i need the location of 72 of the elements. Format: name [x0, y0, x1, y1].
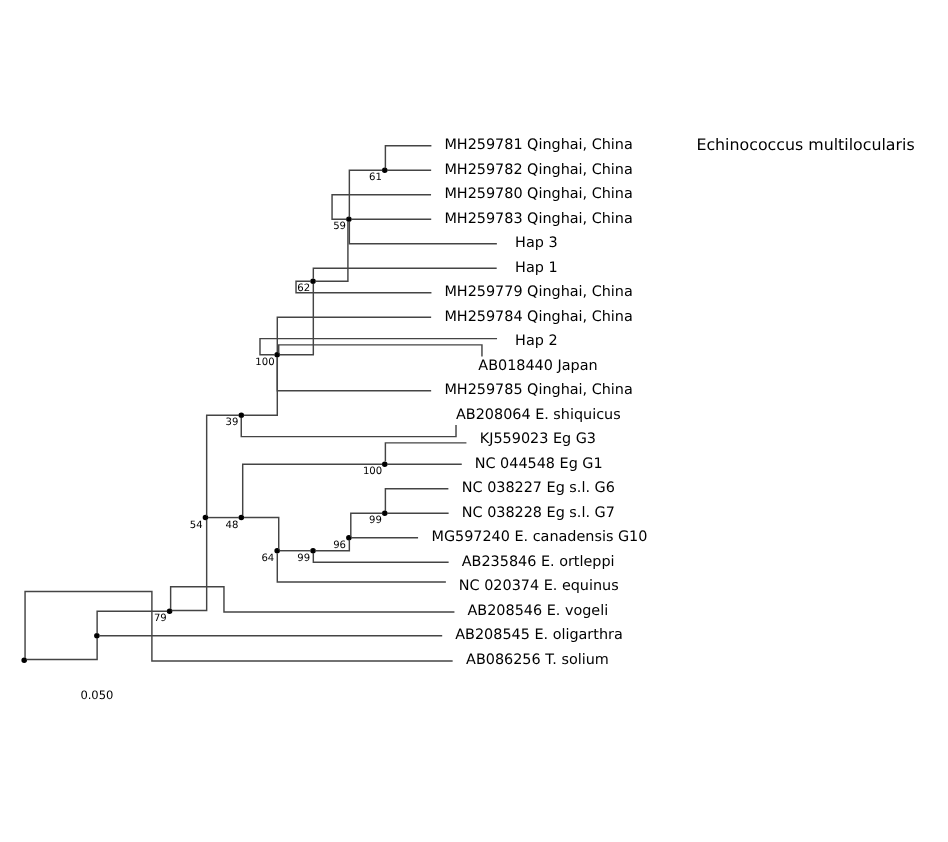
node-point — [238, 514, 245, 521]
connector — [350, 218, 432, 220]
node-text: MH259781 Qinghai, China — [444, 135, 633, 154]
node-point — [94, 632, 100, 639]
connector — [348, 169, 384, 218]
node-text: AB208545 E. oligarthra — [455, 625, 623, 644]
node-point — [381, 510, 388, 517]
node-text: Hap 1 — [515, 257, 558, 276]
connector — [384, 145, 433, 169]
connector — [314, 220, 349, 282]
node-text: NC 020374 E. equinus — [458, 576, 619, 595]
connector — [276, 316, 432, 353]
node-text: AB235846 E. ortleppi — [461, 551, 615, 570]
node-point — [346, 216, 352, 222]
connector — [276, 356, 432, 392]
node-point — [381, 167, 388, 173]
connector — [259, 337, 498, 356]
connector — [242, 463, 383, 516]
node-text: NC 044548 Eg G1 — [474, 453, 603, 472]
connector — [350, 537, 419, 539]
node-point — [166, 608, 173, 615]
node-text: KJ559023 Eg G3 — [479, 429, 596, 448]
connector — [314, 539, 351, 552]
node-point — [310, 547, 316, 554]
connector — [207, 516, 240, 519]
connector — [348, 220, 498, 245]
node-point — [381, 461, 388, 468]
node-text: Hap 3 — [515, 233, 558, 252]
node-text: AB208546 E. vogeli — [467, 600, 609, 619]
node-text: MH259782 Qinghai, China — [444, 159, 633, 178]
connector — [205, 414, 240, 517]
connector — [278, 550, 312, 552]
node-text: AB018440 Japan — [478, 355, 598, 374]
node-text: MG597240 E. canadensis G10 — [431, 527, 648, 546]
node-point — [310, 278, 316, 284]
connector — [384, 488, 450, 512]
node-text: MH259779 Qinghai, China — [444, 282, 633, 301]
connector — [276, 552, 447, 583]
node-point — [346, 534, 352, 541]
node-point — [238, 412, 245, 419]
node-point — [21, 657, 27, 664]
node-text: Hap 2 — [515, 331, 558, 350]
connector — [240, 417, 457, 438]
connector — [96, 610, 168, 635]
node-point — [274, 351, 280, 358]
connector — [169, 586, 456, 613]
connector — [386, 463, 463, 465]
connector — [312, 267, 498, 280]
connector — [278, 344, 483, 358]
node-text: MH259785 Qinghai, China — [444, 380, 633, 399]
node-text: AB208064 E. shiquicus — [456, 404, 621, 423]
node-text: MH259780 Qinghai, China — [444, 184, 633, 203]
connector — [170, 519, 208, 612]
connector — [243, 516, 280, 550]
connector — [312, 552, 450, 563]
node-text: NC 038228 Eg s.l. G7 — [461, 502, 615, 521]
node-point — [202, 514, 209, 521]
connector — [384, 442, 468, 463]
node-text: AB086256 T. solium — [466, 649, 609, 668]
connector — [98, 635, 443, 637]
connector — [278, 282, 315, 356]
node-text: MH259784 Qinghai, China — [444, 306, 633, 325]
connector — [331, 194, 432, 220]
connector — [24, 590, 454, 662]
node-text: MH259783 Qinghai, China — [444, 208, 633, 227]
node-point — [274, 547, 280, 554]
connector — [386, 169, 432, 171]
connector — [386, 512, 450, 514]
connector — [25, 637, 98, 661]
connector — [350, 512, 384, 538]
connector — [295, 280, 433, 294]
node-text: NC 038227 Eg s.l. G6 — [461, 478, 615, 497]
